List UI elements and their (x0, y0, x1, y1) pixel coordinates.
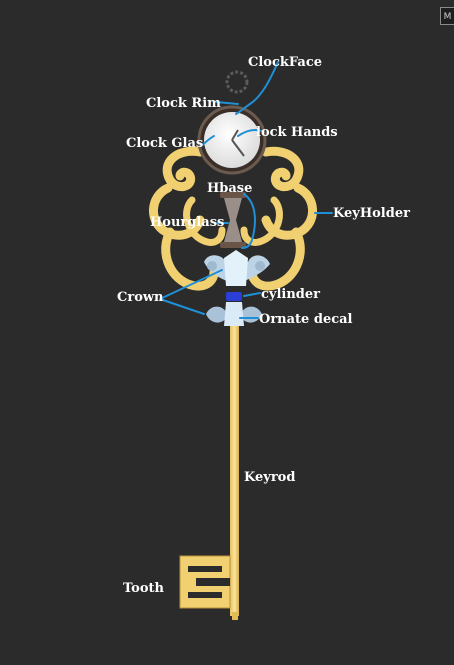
leader-hbase (241, 193, 256, 249)
label-clock-glass: Clock Glas (126, 136, 204, 151)
cylinder (226, 292, 242, 301)
label-cylinder: cylinder (261, 287, 321, 302)
keyholder-right-scroll (240, 146, 317, 291)
keyrod (230, 326, 239, 616)
hourglass (220, 192, 246, 248)
clock-hands (231, 129, 245, 157)
leader-clockhands (237, 128, 263, 137)
clock-top-ring (225, 70, 249, 94)
keyholder-left-scroll (149, 146, 226, 291)
label-crown: Crown (117, 290, 164, 305)
leader-crown-upper (159, 269, 223, 300)
ornate-decal (206, 302, 262, 326)
label-clock-rim: Clock Rim (146, 96, 221, 111)
label-keyholder: KeyHolder (333, 206, 410, 221)
tooth (179, 555, 231, 609)
label-tooth: Tooth (123, 581, 164, 596)
leader-cylinder (243, 292, 261, 297)
leader-clockrim (215, 101, 239, 105)
leader-lines (159, 61, 333, 319)
label-hourglass: Hourglass (150, 215, 225, 230)
keyrod-tip (232, 612, 238, 620)
leader-clockface (235, 61, 279, 115)
label-clock-hands: lock Hands (256, 125, 338, 140)
label-keyrod: Keyrod (244, 470, 296, 485)
crown (204, 250, 270, 286)
leader-crown-lower (159, 298, 205, 315)
corner-menu-button[interactable]: M (440, 7, 454, 25)
label-hbase: Hbase (207, 181, 253, 196)
label-clockface: ClockFace (248, 55, 323, 70)
label-ornate-decal: Ornate decal (259, 312, 353, 327)
leader-clockglass (200, 135, 215, 147)
